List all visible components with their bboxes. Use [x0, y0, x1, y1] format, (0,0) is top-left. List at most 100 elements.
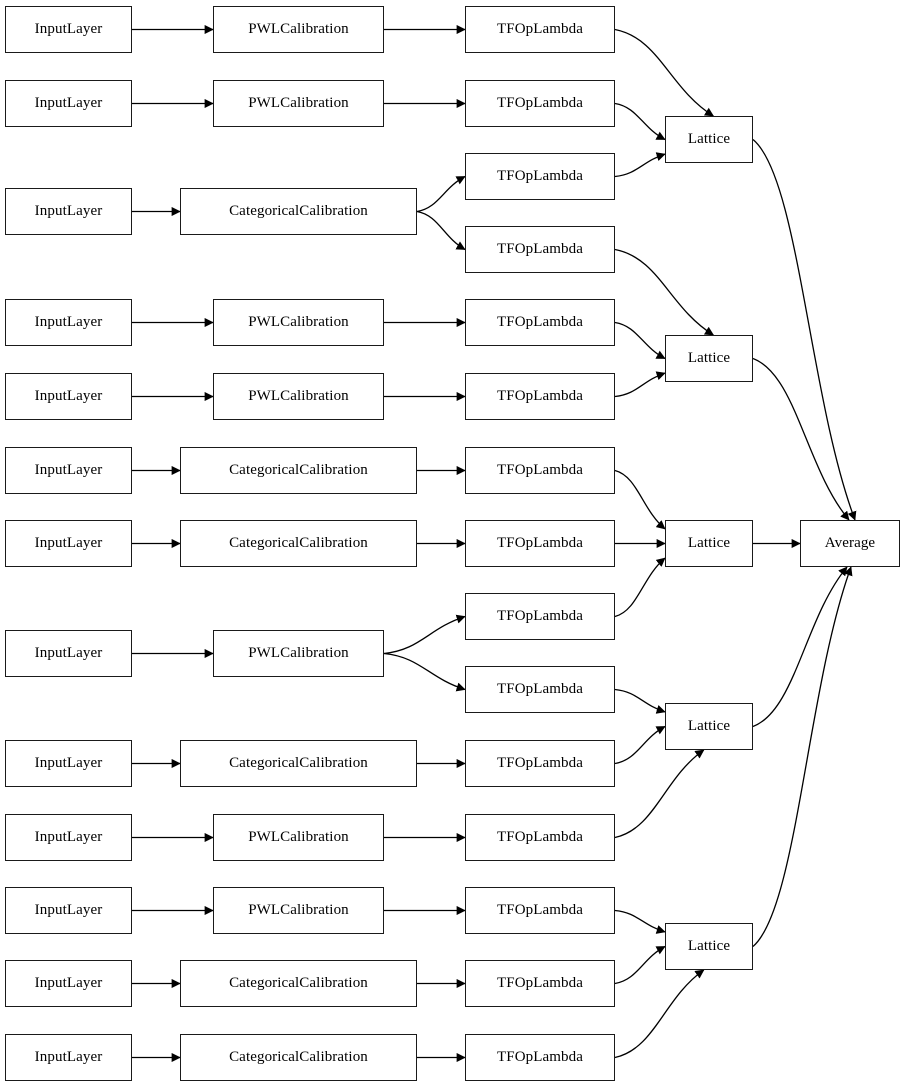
- edge-tf9-to-lat3: [614, 688, 666, 714]
- node-input-in2[interactable]: InputLayer: [5, 188, 132, 235]
- edge-tf1-to-lat0: [614, 102, 666, 141]
- node-label: InputLayer: [34, 755, 103, 771]
- node-lambda-tf13[interactable]: TFOpLambda: [465, 960, 615, 1007]
- edge-tf6-to-lat2: [614, 469, 666, 530]
- node-label: PWLCalibration: [248, 21, 349, 37]
- node-label: TFOpLambda: [497, 535, 583, 551]
- node-lambda-tf14[interactable]: TFOpLambda: [465, 1034, 615, 1081]
- node-label: InputLayer: [34, 388, 103, 404]
- node-label: CategoricalCalibration: [229, 975, 368, 991]
- node-pwl-cal9[interactable]: PWLCalibration: [213, 814, 384, 861]
- node-lattice-lat4[interactable]: Lattice: [665, 923, 753, 970]
- node-lambda-tf9[interactable]: TFOpLambda: [465, 666, 615, 713]
- node-input-in10[interactable]: InputLayer: [5, 887, 132, 934]
- node-label: InputLayer: [34, 1049, 103, 1065]
- edge-tf5-to-lat1: [614, 371, 666, 398]
- node-pwl-cal7[interactable]: PWLCalibration: [213, 630, 384, 677]
- edge-lat3-to-avg: [752, 566, 848, 728]
- node-pwl-cal3[interactable]: PWLCalibration: [213, 299, 384, 346]
- node-input-in9[interactable]: InputLayer: [5, 814, 132, 861]
- node-input-in0[interactable]: InputLayer: [5, 6, 132, 53]
- edge-cal7-to-tf8: [383, 614, 466, 655]
- node-label: Average: [824, 535, 876, 551]
- edge-tf13-to-lat4: [614, 945, 666, 985]
- node-label: InputLayer: [34, 95, 103, 111]
- node-lambda-tf4[interactable]: TFOpLambda: [465, 299, 615, 346]
- edge-cal2-to-tf3: [416, 210, 466, 251]
- node-lambda-tf12[interactable]: TFOpLambda: [465, 887, 615, 934]
- node-label: CategoricalCalibration: [229, 535, 368, 551]
- node-label: TFOpLambda: [497, 95, 583, 111]
- node-label: InputLayer: [34, 975, 103, 991]
- node-lambda-tf7[interactable]: TFOpLambda: [465, 520, 615, 567]
- node-lambda-tf8[interactable]: TFOpLambda: [465, 593, 615, 640]
- node-label: Lattice: [687, 938, 731, 954]
- node-label: InputLayer: [34, 645, 103, 661]
- edge-cal2-to-tf2: [416, 175, 466, 213]
- node-cat-cal8[interactable]: CategoricalCalibration: [180, 740, 417, 787]
- edge-tf2-to-lat0: [614, 152, 666, 178]
- node-label: TFOpLambda: [497, 1049, 583, 1065]
- node-lambda-tf6[interactable]: TFOpLambda: [465, 447, 615, 494]
- node-label: PWLCalibration: [248, 314, 349, 330]
- node-input-in8[interactable]: InputLayer: [5, 740, 132, 787]
- node-average-avg[interactable]: Average: [800, 520, 900, 567]
- node-lambda-tf5[interactable]: TFOpLambda: [465, 373, 615, 420]
- node-label: InputLayer: [34, 314, 103, 330]
- edge-tf14-to-lat4: [614, 969, 705, 1059]
- node-cat-cal12[interactable]: CategoricalCalibration: [180, 1034, 417, 1081]
- node-input-in5[interactable]: InputLayer: [5, 447, 132, 494]
- node-lambda-tf11[interactable]: TFOpLambda: [465, 814, 615, 861]
- node-label: Lattice: [687, 718, 731, 734]
- node-label: TFOpLambda: [497, 241, 583, 257]
- node-label: TFOpLambda: [497, 755, 583, 771]
- node-label: PWLCalibration: [248, 645, 349, 661]
- edge-cal7-to-tf9: [383, 652, 466, 692]
- node-lattice-lat2[interactable]: Lattice: [665, 520, 753, 567]
- edge-tf3-to-lat1: [614, 248, 715, 336]
- node-label: Lattice: [687, 350, 731, 366]
- node-label: InputLayer: [34, 535, 103, 551]
- node-pwl-cal10[interactable]: PWLCalibration: [213, 887, 384, 934]
- node-lattice-lat0[interactable]: Lattice: [665, 116, 753, 163]
- node-label: TFOpLambda: [497, 168, 583, 184]
- edge-lat1-to-avg: [752, 357, 850, 521]
- node-cat-cal5[interactable]: CategoricalCalibration: [180, 447, 417, 494]
- edge-tf0-to-lat0: [614, 28, 715, 117]
- node-lattice-lat3[interactable]: Lattice: [665, 703, 753, 750]
- node-label: PWLCalibration: [248, 829, 349, 845]
- node-input-in12[interactable]: InputLayer: [5, 1034, 132, 1081]
- node-pwl-cal1[interactable]: PWLCalibration: [213, 80, 384, 127]
- node-input-in6[interactable]: InputLayer: [5, 520, 132, 567]
- node-cat-cal6[interactable]: CategoricalCalibration: [180, 520, 417, 567]
- node-pwl-cal0[interactable]: PWLCalibration: [213, 6, 384, 53]
- node-input-in7[interactable]: InputLayer: [5, 630, 132, 677]
- node-label: TFOpLambda: [497, 21, 583, 37]
- edge-lat0-to-avg: [752, 139, 857, 521]
- node-pwl-cal4[interactable]: PWLCalibration: [213, 373, 384, 420]
- node-lattice-lat1[interactable]: Lattice: [665, 335, 753, 382]
- node-input-in1[interactable]: InputLayer: [5, 80, 132, 127]
- node-input-in11[interactable]: InputLayer: [5, 960, 132, 1007]
- node-input-in4[interactable]: InputLayer: [5, 373, 132, 420]
- edge-tf10-to-lat3: [614, 725, 666, 765]
- node-input-in3[interactable]: InputLayer: [5, 299, 132, 346]
- node-lambda-tf0[interactable]: TFOpLambda: [465, 6, 615, 53]
- node-label: TFOpLambda: [497, 975, 583, 991]
- edge-tf11-to-lat3: [614, 749, 705, 839]
- node-lambda-tf2[interactable]: TFOpLambda: [465, 153, 615, 200]
- node-cat-cal11[interactable]: CategoricalCalibration: [180, 960, 417, 1007]
- node-lambda-tf10[interactable]: TFOpLambda: [465, 740, 615, 787]
- node-lambda-tf3[interactable]: TFOpLambda: [465, 226, 615, 273]
- node-label: InputLayer: [34, 203, 103, 219]
- node-lambda-tf1[interactable]: TFOpLambda: [465, 80, 615, 127]
- edge-tf4-to-lat1: [614, 321, 666, 360]
- node-label: PWLCalibration: [248, 902, 349, 918]
- node-label: InputLayer: [34, 21, 103, 37]
- node-cat-cal2[interactable]: CategoricalCalibration: [180, 188, 417, 235]
- edge-tf12-to-lat4: [614, 909, 666, 934]
- node-label: TFOpLambda: [497, 902, 583, 918]
- edge-lat4-to-avg: [752, 566, 853, 947]
- node-label: PWLCalibration: [248, 95, 349, 111]
